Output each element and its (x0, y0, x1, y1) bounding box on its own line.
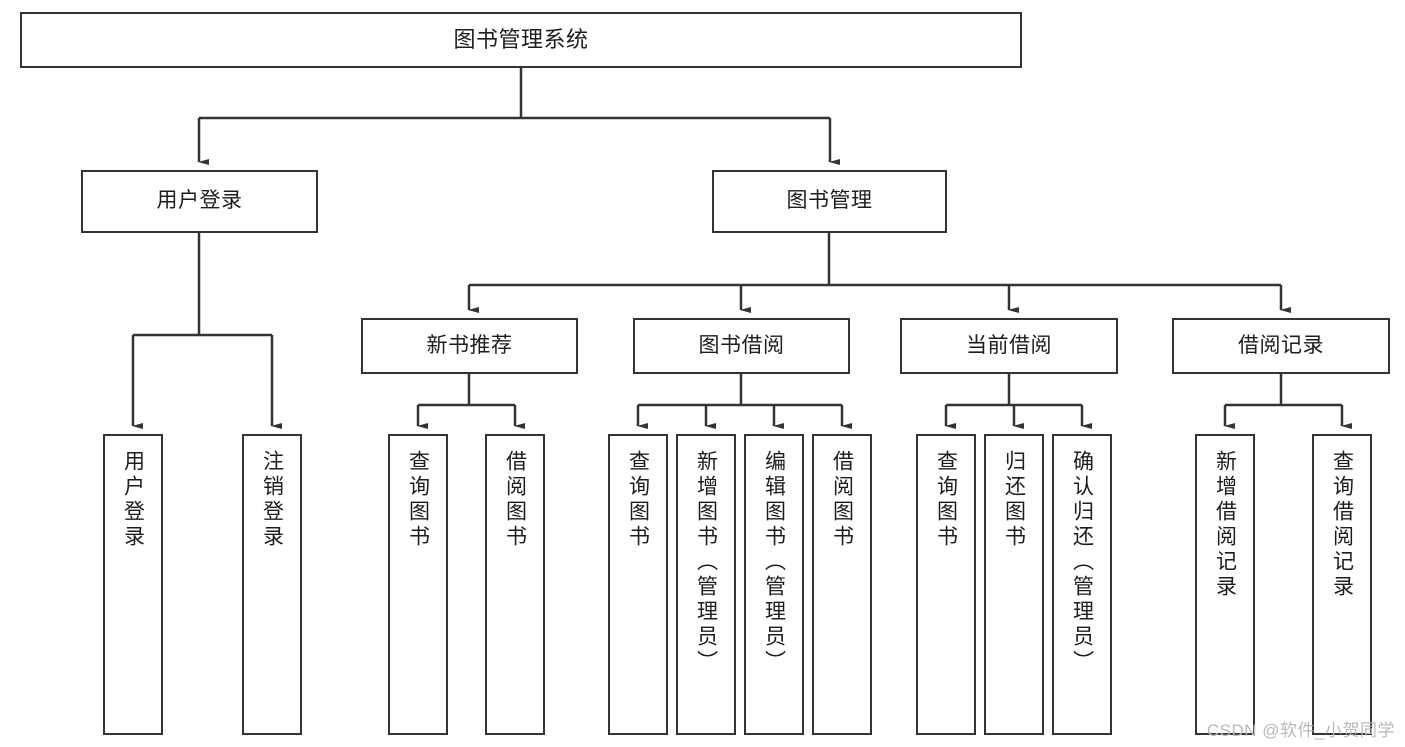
node-book-borrow[interactable]: 图书借阅 (633, 318, 850, 374)
node-current-borrow[interactable]: 当前借阅 (900, 318, 1118, 374)
node-leaf-add-book-label: 新增图书（管理员） (694, 450, 718, 675)
node-book-borrow-label: 图书借阅 (698, 333, 785, 357)
node-leaf-return-book-label: 归还图书 (1002, 450, 1026, 550)
node-borrow-record[interactable]: 借阅记录 (1172, 318, 1390, 374)
node-leaf-query-book-3-label: 查询图书 (934, 450, 958, 550)
node-leaf-borrow-book-1[interactable]: 借阅图书 (485, 434, 545, 735)
node-leaf-add-record[interactable]: 新增借阅记录 (1195, 434, 1255, 735)
node-leaf-user-login-label: 用户登录 (121, 450, 145, 550)
node-leaf-query-book-1-label: 查询图书 (406, 450, 430, 550)
node-leaf-query-book-1[interactable]: 查询图书 (388, 434, 448, 735)
node-leaf-logout[interactable]: 注销登录 (242, 434, 302, 735)
node-new-book-recommend[interactable]: 新书推荐 (361, 318, 578, 374)
node-leaf-confirm-return-label: 确认归还（管理员） (1070, 450, 1094, 675)
node-root[interactable]: 图书管理系统 (20, 12, 1022, 68)
node-borrow-record-label: 借阅记录 (1238, 333, 1324, 357)
node-leaf-query-book-2[interactable]: 查询图书 (608, 434, 668, 735)
node-leaf-add-book[interactable]: 新增图书（管理员） (676, 434, 736, 735)
node-leaf-query-book-3[interactable]: 查询图书 (916, 434, 976, 735)
node-leaf-borrow-book-1-label: 借阅图书 (503, 450, 527, 550)
node-current-borrow-label: 当前借阅 (966, 333, 1052, 357)
node-user-login-label: 用户登录 (156, 189, 243, 213)
watermark: CSDN @软件_小贺同学 (1206, 721, 1395, 740)
node-user-login[interactable]: 用户登录 (81, 170, 318, 233)
node-book-manage-label: 图书管理 (786, 189, 873, 213)
node-leaf-query-record[interactable]: 查询借阅记录 (1312, 434, 1372, 735)
node-leaf-edit-book[interactable]: 编辑图书（管理员） (744, 434, 804, 735)
node-root-label: 图书管理系统 (453, 27, 589, 53)
node-leaf-confirm-return[interactable]: 确认归还（管理员） (1052, 434, 1112, 735)
node-leaf-add-record-label: 新增借阅记录 (1213, 450, 1237, 600)
node-leaf-edit-book-label: 编辑图书（管理员） (762, 450, 786, 675)
node-book-manage[interactable]: 图书管理 (712, 170, 947, 233)
node-leaf-query-record-label: 查询借阅记录 (1330, 450, 1354, 600)
node-new-book-recommend-label: 新书推荐 (426, 333, 513, 357)
node-leaf-borrow-book-2-label: 借阅图书 (830, 450, 854, 550)
node-leaf-borrow-book-2[interactable]: 借阅图书 (812, 434, 872, 735)
node-leaf-query-book-2-label: 查询图书 (626, 450, 650, 550)
node-leaf-logout-label: 注销登录 (260, 450, 284, 550)
node-leaf-user-login[interactable]: 用户登录 (103, 434, 163, 735)
node-leaf-return-book[interactable]: 归还图书 (984, 434, 1044, 735)
